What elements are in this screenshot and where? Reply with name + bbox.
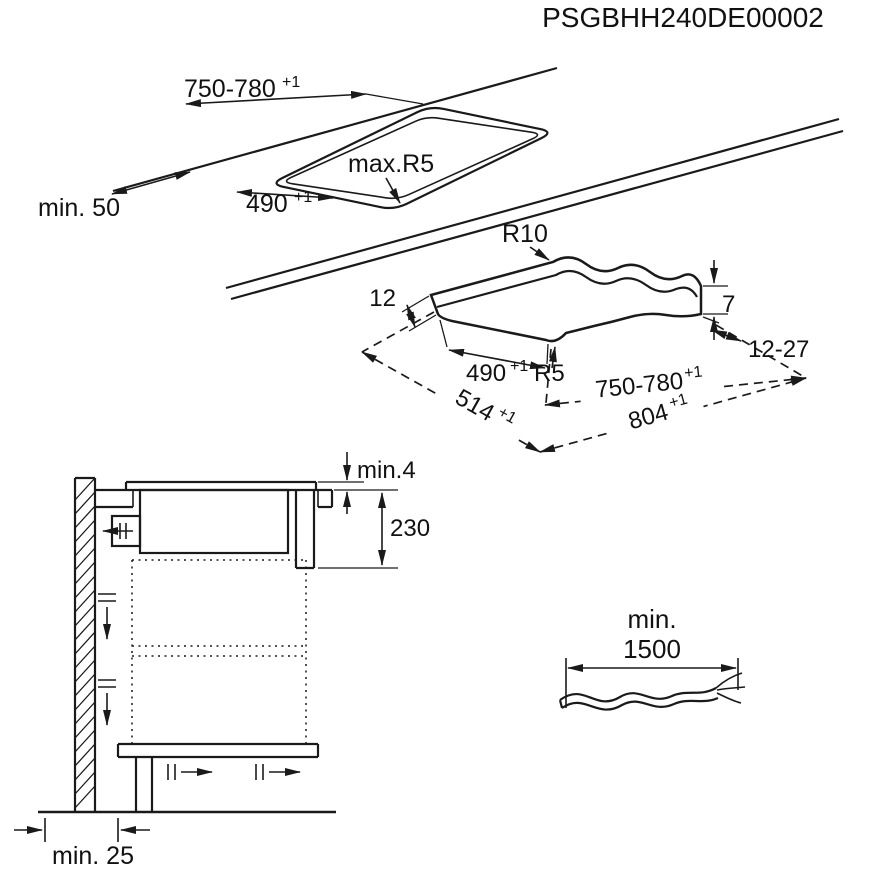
total-width-dim-sup: +1 — [667, 391, 689, 412]
cutout-depth-dim-sup: +1 — [294, 189, 312, 206]
cable-drawing — [558, 687, 719, 711]
hob-depth-ext-2 — [546, 343, 549, 365]
hob-inner-radius-leader — [548, 346, 557, 369]
hob-depth-ext-1 — [439, 319, 448, 348]
hob-depth-arrow — [448, 348, 546, 370]
hob-inner-radius-dim: R5 — [534, 360, 565, 387]
cutout-depth-arrow — [236, 188, 334, 202]
cable-view: min. 1500 — [558, 604, 746, 711]
hob-profile-view: R10 12 7 490 +1 R5 750-780 +1 12-27 — [361, 220, 809, 453]
section-view: min.4 230 — [14, 452, 430, 870]
ext-dashed-left — [361, 311, 435, 353]
hob-width-dim-sup: +1 — [683, 363, 703, 382]
overhang-ext — [702, 316, 720, 324]
hob-depth-dim: 490 — [466, 360, 506, 387]
cutout-width-ext — [365, 93, 424, 105]
thickness-left-ext-2 — [408, 314, 437, 332]
cable-min-label: min. — [627, 604, 676, 634]
hob-outer-radius-leader — [529, 246, 550, 261]
hob-slab-top-face-edge — [436, 269, 698, 309]
rear-gap-dim: min. 25 — [52, 842, 134, 870]
cutout-radius-dim: max.R5 — [348, 150, 434, 178]
wall-hatching — [74, 477, 96, 809]
hob-thickness-left-dim: 12 — [369, 285, 396, 312]
cable-wire-ends — [715, 672, 746, 704]
cutout-radius-leader — [385, 177, 401, 204]
worktop-back-edge — [112, 66, 558, 193]
cutout-view: 750-780 +1 min. 50 490 +1 max.R5 — [38, 66, 844, 301]
gap-top-dim: min.4 — [357, 457, 416, 484]
total-width-dim: 804 — [625, 399, 671, 436]
edge-distance-arrow — [111, 171, 191, 195]
ext-dashed-inner — [545, 348, 552, 404]
cutout-width-dim: 750-780 — [184, 75, 276, 103]
hob-depth-dim-sup: +1 — [510, 358, 528, 375]
hob-slab-outline — [429, 256, 703, 343]
cutout-outline-outer — [275, 106, 549, 210]
built-in-depth-dim: 230 — [390, 515, 430, 542]
hob-outer-radius-dim: R10 — [502, 220, 548, 248]
cutout-width-dim-sup: +1 — [282, 74, 300, 91]
thickness-left-arrow — [406, 304, 416, 328]
worktop-front-edge-inner — [230, 129, 844, 301]
hob-body — [138, 488, 290, 555]
thickness-left-ext-1 — [401, 295, 430, 313]
overhang-arrow — [711, 329, 742, 342]
hob-thickness-right-dim: 7 — [722, 291, 735, 318]
edge-distance-dim: min. 50 — [38, 194, 120, 222]
total-depth-dim-sup: +1 — [495, 404, 519, 428]
hob-width-line — [544, 375, 807, 408]
drawing-code: PSGBHH240DE00002 — [542, 2, 824, 33]
overhang-dim: 12-27 — [748, 336, 809, 363]
cutout-outline-inner — [285, 116, 539, 200]
cable-length-dim: 1500 — [623, 634, 681, 664]
worktop-front-edge-outer — [225, 117, 840, 290]
cutout-width-arrow — [185, 90, 367, 108]
